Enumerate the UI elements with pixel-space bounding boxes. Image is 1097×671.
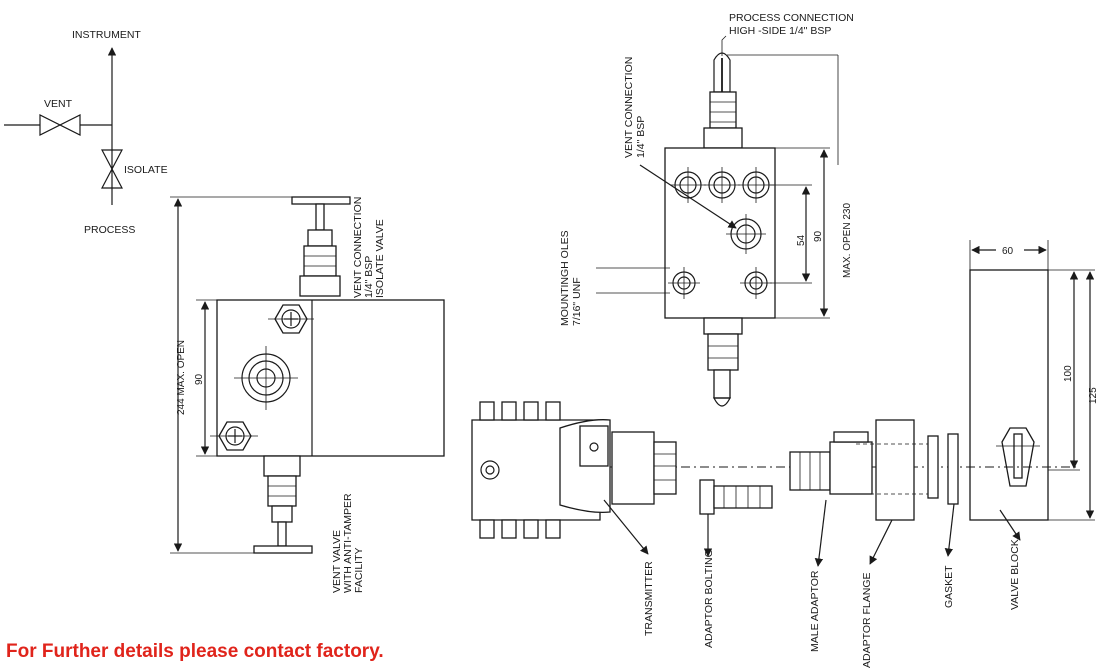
process-connection-label-2: HIGH -SIDE 1/4" BSP xyxy=(729,25,831,37)
body-bolt-top xyxy=(268,304,314,334)
hole-top-center xyxy=(704,167,740,203)
male-adaptor-label: MALE ADAPTOR xyxy=(809,570,821,652)
hole-center xyxy=(726,214,766,254)
dim-54-label: 54 xyxy=(796,234,807,246)
exploded-assembly: TRANSMITTER ADAPTOR BOLTING MALE ADAPTOR… xyxy=(471,401,1076,669)
dim-125-label: 125 xyxy=(1088,387,1097,404)
vent-label: VENT xyxy=(44,98,73,110)
dim-244-label: 244 MAX. OPEN xyxy=(176,340,187,415)
hole-bottom-right xyxy=(740,267,772,299)
valve-block-label: VALVE BLOCK xyxy=(1009,539,1021,610)
gasket-part xyxy=(947,433,959,505)
mounting-holes-label-1: MOUNTINGH OLES xyxy=(559,230,571,326)
adaptor-bolting-label: ADAPTOR BOLTING xyxy=(703,549,715,648)
hole-top-right xyxy=(738,167,774,203)
dim-100-label: 100 xyxy=(1063,365,1074,382)
vent-valve-label-2: WITH ANTI-TAMPER xyxy=(342,493,354,593)
isolate-valve-symbol xyxy=(101,149,123,189)
footer-note: For Further details please contact facto… xyxy=(6,641,384,662)
dim-60-label: 60 xyxy=(1002,246,1014,257)
vent-connection-front-label-2: 1/4" BSP xyxy=(635,116,647,158)
block-view: 60 100 125 xyxy=(969,240,1097,521)
side-view: 244 MAX. OPEN 90 VENT CONNECTION 1/4" BS… xyxy=(170,196,445,593)
instrument-label: INSTRUMENT xyxy=(72,29,141,41)
dim-230-label: MAX. OPEN 230 xyxy=(842,203,853,278)
male-adaptor-part xyxy=(789,431,873,495)
process-label: PROCESS xyxy=(84,224,135,236)
isolate-valve-label: ISOLATE VALVE xyxy=(374,219,386,298)
transmitter-label: TRANSMITTER xyxy=(643,561,655,636)
vent-connection-side-label: VENT CONNECTION xyxy=(352,197,364,298)
port-plug xyxy=(234,346,298,410)
valve-body-side xyxy=(216,299,445,457)
block-fitting xyxy=(996,427,1040,487)
front-view: PROCESS CONNECTION HIGH -SIDE 1/4" BSP V… xyxy=(559,12,854,407)
vent-valve-label-1: VENT VALVE xyxy=(331,530,343,593)
dim-90-front-label: 90 xyxy=(813,230,824,242)
vent-connection-side-size: 1/4" BSP xyxy=(363,256,375,298)
vent-handwheel xyxy=(253,545,313,554)
adaptor-bolt-part xyxy=(699,479,773,515)
adaptor-flange-label: ADAPTOR FLANGE xyxy=(861,573,873,669)
vent-valve-symbol xyxy=(39,114,81,136)
dim-90-side-label: 90 xyxy=(194,373,205,385)
body-bolt-bottom xyxy=(210,421,258,451)
isolate-label: ISOLATE xyxy=(124,164,168,176)
mounting-holes-label-2: 7/16" UNF xyxy=(571,277,583,326)
hole-bottom-left xyxy=(668,267,700,299)
valve-body-front xyxy=(664,147,776,319)
adaptor-flange-part xyxy=(856,419,939,521)
gasket-label: GASKET xyxy=(943,565,955,608)
vent-connection-front-label-1: VENT CONNECTION xyxy=(623,57,635,158)
valve-schematic: INSTRUMENT VENT ISOLATE PROCESS xyxy=(4,29,168,236)
process-connection-label-1: PROCESS CONNECTION xyxy=(729,12,854,24)
vent-valve-label-3: FACILITY xyxy=(353,547,365,593)
transmitter-part xyxy=(471,401,677,539)
